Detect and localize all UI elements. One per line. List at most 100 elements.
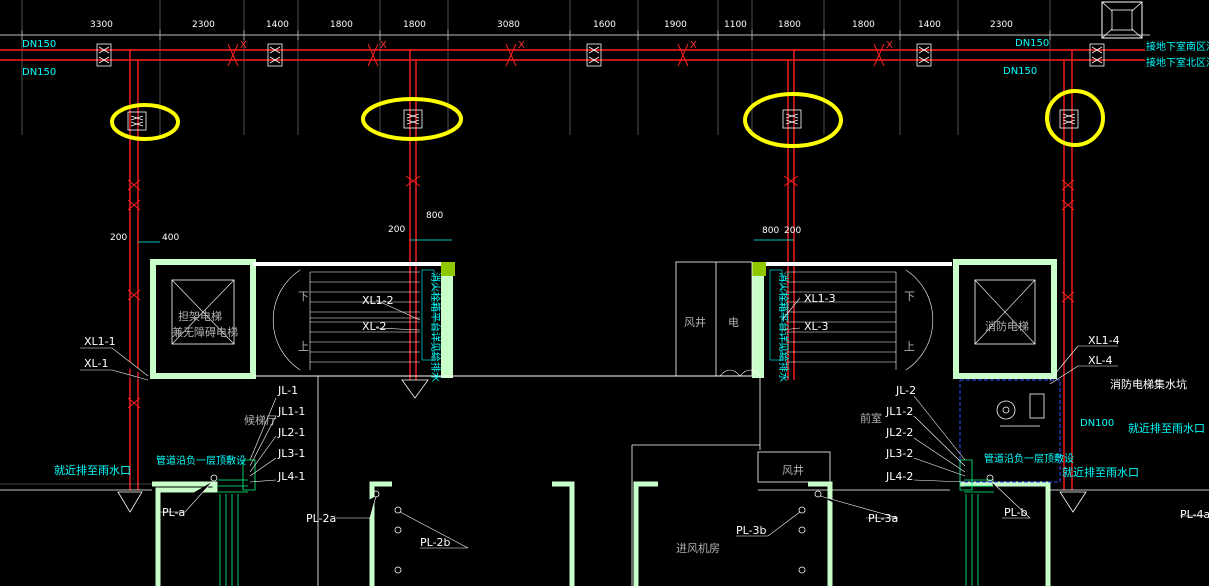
riser-label: XL1-1 xyxy=(84,335,116,348)
highlight-ellipse-1 xyxy=(110,103,180,141)
valve-label: X xyxy=(380,40,387,51)
north-stamp xyxy=(1101,1,1143,39)
stair-label: 下 xyxy=(298,290,309,303)
offset-label: 200 xyxy=(388,225,405,235)
room-labels: 担架电梯 兼无障碍电梯 消防电梯 风井 电 候梯厅 前室 风井 进风机房 下 上… xyxy=(172,290,1187,555)
riser-label: JL1-2 xyxy=(885,405,913,418)
drain-symbols xyxy=(117,379,1087,513)
riser-label: PL-2b xyxy=(420,536,451,549)
dim-label: 3300 xyxy=(90,20,113,30)
walls xyxy=(0,259,1209,586)
sump-area xyxy=(959,379,1061,483)
highlight-ellipse-3 xyxy=(743,92,843,148)
note: 管道沿负一层顶敷设 xyxy=(984,452,1074,465)
riser-label: JL3-1 xyxy=(277,447,305,460)
dn-label: DN150 xyxy=(1003,66,1037,77)
dim-label: 1600 xyxy=(593,20,616,30)
offset-label: 200 xyxy=(110,233,127,243)
valve-x-labels: X X X X X xyxy=(240,40,893,51)
highlight-circles xyxy=(110,89,1105,148)
dim-label: 1800 xyxy=(403,20,426,30)
pipe-size-labels: DN150 DN150 DN150 DN150 接地下室南区消 接地下室北区消 xyxy=(22,38,1209,78)
note: 就近排至雨水口 xyxy=(1062,465,1139,479)
room-label: 前室 xyxy=(860,411,882,425)
dim-label: 1900 xyxy=(664,20,687,30)
riser-label: JL2-1 xyxy=(277,426,305,439)
riser-labels: XL1-1 XL-1 XL1-2 XL-2 XL1-3 XL-3 XL1-4 X… xyxy=(84,292,1209,549)
valve-label: X xyxy=(690,40,697,51)
gate-valve-boxes xyxy=(96,43,1105,67)
fire-main-pipes xyxy=(0,49,1145,490)
riser-label: XL-1 xyxy=(84,357,108,370)
riser-label: PL-2a xyxy=(306,512,336,525)
dim-label: 1400 xyxy=(266,20,289,30)
offset-label: 200 xyxy=(784,226,801,236)
riser-label: PL-3b xyxy=(736,524,767,537)
note: 就近排至雨水口 xyxy=(1128,421,1205,435)
riser-label: JL4-1 xyxy=(277,470,305,483)
highlight-ellipse-4 xyxy=(1045,89,1105,147)
dim-label: 2300 xyxy=(192,20,215,30)
room-label: 进风机房 xyxy=(676,541,720,555)
room-label: 电 xyxy=(728,316,739,329)
dim-label: 1800 xyxy=(778,20,801,30)
offset-label: 800 xyxy=(762,226,779,236)
valve-label: X xyxy=(886,40,893,51)
stair-label: 上 xyxy=(904,340,915,353)
riser-label: XL-2 xyxy=(362,320,386,333)
note: 管道沿负一层顶敷设 xyxy=(156,454,246,467)
offset-label: 400 xyxy=(162,233,179,243)
riser-label: JL2-2 xyxy=(885,426,913,439)
room-label: 消防电梯 xyxy=(985,319,1029,333)
valve-marks xyxy=(127,43,1075,409)
note: 就近排至雨水口 xyxy=(54,463,131,477)
riser-label: JL3-2 xyxy=(885,447,913,460)
pl-pipe-markers xyxy=(210,474,994,574)
stair-label: 下 xyxy=(904,290,915,303)
connect-note: 接地下室北区消 xyxy=(1146,56,1209,69)
dn-label: DN150 xyxy=(22,67,56,78)
valve-label: X xyxy=(240,40,247,51)
room-label: 风井 xyxy=(684,315,706,329)
room-label: 消防电梯集水坑 xyxy=(1110,377,1187,391)
dim-label: 1100 xyxy=(724,20,747,30)
dim-label: 2300 xyxy=(990,20,1013,30)
offset-dims: 200 400 200 800 800 200 xyxy=(110,211,801,243)
riser-label: JL-2 xyxy=(895,384,916,397)
dimension-line: 3300 2300 1400 1800 1800 3080 1600 1900 … xyxy=(0,0,1150,135)
dn-label: DN150 xyxy=(1015,38,1049,49)
room-label: 担架电梯 xyxy=(178,309,222,323)
cabinet-strips: 消火栓箱平台详见给排水 消火栓箱平台详见给排水 xyxy=(421,269,790,382)
dim-label: 1800 xyxy=(852,20,875,30)
riser-label: XL1-3 xyxy=(804,292,836,305)
vertical-note: 消火栓箱平台详见给排水 xyxy=(429,272,442,382)
leader-lines xyxy=(80,297,1205,549)
riser-label: XL-3 xyxy=(804,320,828,333)
riser-label: PL-a xyxy=(162,506,185,519)
riser-label: XL1-2 xyxy=(362,294,394,307)
stair-label: 上 xyxy=(298,340,309,353)
note: DN100 xyxy=(1080,418,1114,429)
valve-label: X xyxy=(518,40,525,51)
room-label: 风井 xyxy=(782,463,804,477)
riser-valve-boxes xyxy=(127,109,1079,131)
riser-label: JL-1 xyxy=(277,384,298,397)
highlight-ellipse-2 xyxy=(361,97,463,141)
connect-note: 接地下室南区消 xyxy=(1146,40,1209,53)
riser-label: PL-b xyxy=(1004,506,1028,519)
room-label: 兼无障碍电梯 xyxy=(172,325,238,339)
dim-label: 1400 xyxy=(918,20,941,30)
riser-label: XL-4 xyxy=(1088,354,1112,367)
riser-label: JL4-2 xyxy=(885,470,913,483)
room-label: 候梯厅 xyxy=(244,413,277,427)
riser-label: JL1-1 xyxy=(277,405,305,418)
riser-label: XL1-4 xyxy=(1088,334,1120,347)
offset-label: 800 xyxy=(426,211,443,221)
riser-label: PL-3a xyxy=(868,512,898,525)
sump-pump-symbol xyxy=(996,393,1045,427)
notes: 管道沿负一层顶敷设 管道沿负一层顶敷设 就近排至雨水口 就近排至雨水口 就近排至… xyxy=(54,418,1205,479)
dim-label: 1800 xyxy=(330,20,353,30)
riser-label: PL-4a xyxy=(1180,508,1209,521)
dim-label: 3080 xyxy=(497,20,520,30)
